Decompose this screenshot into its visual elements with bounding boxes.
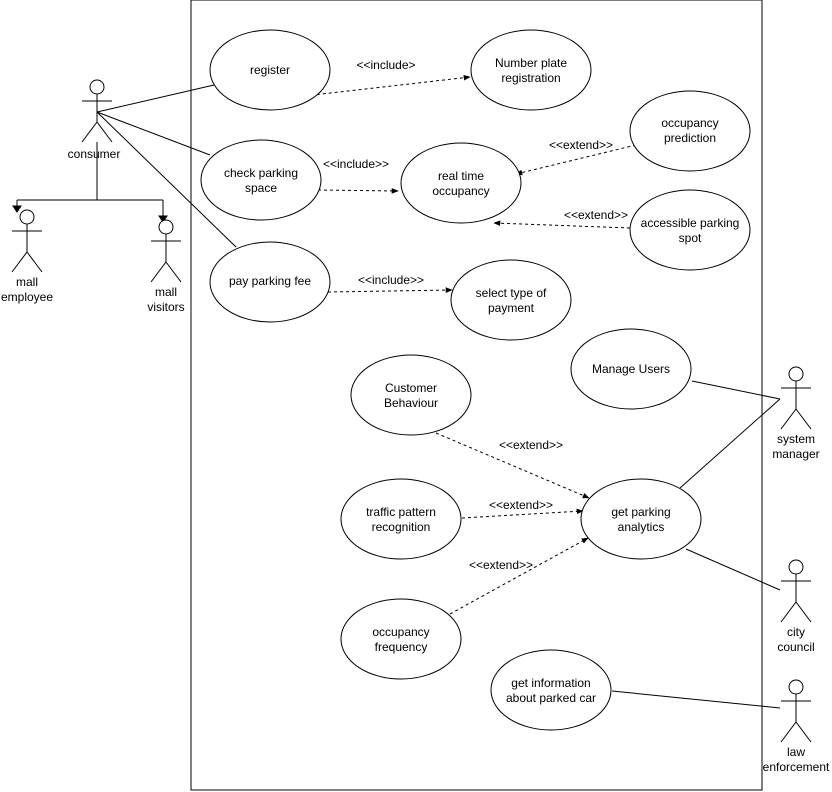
- relation-labels: <<include> <<include>> <<extend>> <<exte…: [323, 58, 628, 572]
- uc-label-realtime-1: real time: [438, 169, 484, 183]
- actors: [11, 79, 812, 743]
- label-frequency-extend: <<extend>>: [469, 558, 533, 572]
- uc-label-analytics-2: analytics: [618, 520, 665, 534]
- actor-label-city-council-2: council: [777, 640, 814, 654]
- uc-label-behaviour-1: Customer: [385, 381, 437, 395]
- actor-label-consumer: consumer: [68, 147, 121, 161]
- actor-label-law-enforcement-2: enforcement: [763, 760, 830, 774]
- use-case-traffic-pattern-recognition[interactable]: [340, 478, 462, 560]
- uc-label-manage-users: Manage Users: [592, 362, 670, 376]
- dep-frequency-analytics: [449, 537, 589, 615]
- assoc-manager-analytics: [679, 398, 781, 489]
- actor-city-council[interactable]: [780, 559, 812, 623]
- uc-label-parked-car-2: about parked car: [506, 691, 596, 705]
- actor-label-mall-employee-2: employee: [1, 290, 53, 304]
- use-case-get-information-about-parked-car[interactable]: [490, 649, 612, 731]
- actor-system-manager[interactable]: [780, 366, 812, 430]
- uc-label-check-1: check parking: [224, 166, 298, 180]
- uc-label-frequency-1: occupancy: [372, 625, 429, 639]
- dep-behaviour-analytics: [435, 432, 590, 499]
- uc-label-frequency-2: frequency: [375, 640, 428, 654]
- actor-mall-employee[interactable]: [11, 209, 43, 273]
- uc-label-pay: pay parking fee: [229, 274, 311, 288]
- actor-label-mall-employee-1: mall: [16, 275, 38, 289]
- use-case-occupancy-prediction[interactable]: [629, 90, 751, 172]
- label-behaviour-extend: <<extend>>: [499, 438, 563, 452]
- use-case-customer-behaviour[interactable]: [350, 354, 472, 436]
- uc-label-accessible-2: spot: [679, 231, 702, 245]
- uc-label-prediction-1: occupancy: [661, 116, 718, 130]
- assoc-consumer-pay: [96, 111, 237, 248]
- uc-label-check-2: space: [245, 181, 277, 195]
- dep-pay-select: [327, 287, 453, 293]
- assoc-consumer-check: [96, 111, 211, 156]
- uc-label-realtime-2: occupancy: [432, 184, 489, 198]
- uc-label-select-1: select type of: [476, 286, 547, 300]
- uc-label-traffic-2: recognition: [372, 520, 431, 534]
- dep-traffic-analytics: [461, 508, 584, 519]
- uc-label-prediction-2: prediction: [664, 131, 716, 145]
- actor-mall-visitors[interactable]: [150, 219, 182, 283]
- use-case-manage-users[interactable]: [570, 328, 692, 410]
- use-case-real-time-occupancy[interactable]: [400, 142, 522, 224]
- uc-label-behaviour-2: Behaviour: [384, 396, 438, 410]
- associations: [96, 84, 781, 709]
- use-case-pay-parking-fee[interactable]: [209, 241, 331, 323]
- actor-label-system-manager-1: system: [777, 432, 815, 446]
- use-case-select-type-of-payment[interactable]: [450, 259, 572, 341]
- actor-label-mall-visitors-1: mall: [155, 285, 177, 299]
- uc-label-traffic-1: traffic pattern: [366, 505, 436, 519]
- use-case-occupancy-frequency[interactable]: [340, 598, 462, 680]
- use-cases: [200, 29, 751, 731]
- uc-label-plate-2: registration: [501, 71, 560, 85]
- dep-prediction-realtime: [515, 144, 637, 176]
- label-register-include: <<include>: [356, 58, 415, 72]
- uc-label-register: register: [250, 63, 290, 77]
- use-case-register[interactable]: [209, 29, 331, 111]
- dep-accessible-realtime: [493, 220, 631, 229]
- use-case-labels: register Number plate registration check…: [224, 56, 739, 705]
- assoc-council-analytics: [685, 548, 781, 591]
- assoc-manager-manage-users: [691, 380, 781, 400]
- dep-check-realtime: [317, 188, 399, 194]
- actor-consumer[interactable]: [81, 79, 113, 143]
- uc-label-parked-car-1: get information: [511, 676, 590, 690]
- actor-label-city-council-1: city: [787, 625, 805, 639]
- actor-label-system-manager-2: manager: [772, 447, 819, 461]
- label-accessible-extend: <<extend>>: [564, 208, 628, 222]
- use-case-get-parking-analytics[interactable]: [580, 478, 702, 560]
- label-pay-include: <<include>>: [358, 273, 424, 287]
- generalization: [12, 142, 168, 223]
- uc-label-select-2: payment: [488, 301, 535, 315]
- label-prediction-extend: <<extend>>: [549, 138, 613, 152]
- assoc-consumer-register: [96, 84, 215, 113]
- use-case-check-parking-space[interactable]: [200, 139, 322, 221]
- actor-label-law-enforcement-1: law: [787, 745, 805, 759]
- actor-law-enforcement[interactable]: [780, 679, 812, 743]
- actor-labels: consumer mall employee mall visitors sys…: [1, 147, 830, 774]
- uc-label-analytics-1: get parking: [611, 505, 670, 519]
- label-traffic-extend: <<extend>>: [489, 498, 553, 512]
- label-check-include: <<include>>: [323, 157, 389, 171]
- actor-label-mall-visitors-2: visitors: [147, 300, 184, 314]
- use-case-accessible-parking-spot[interactable]: [629, 189, 751, 271]
- uc-label-plate-1: Number plate: [495, 56, 567, 70]
- assoc-law-parked-car: [611, 690, 781, 709]
- use-case-number-plate-registration[interactable]: [470, 29, 592, 111]
- uc-label-accessible-1: accessible parking: [641, 216, 740, 230]
